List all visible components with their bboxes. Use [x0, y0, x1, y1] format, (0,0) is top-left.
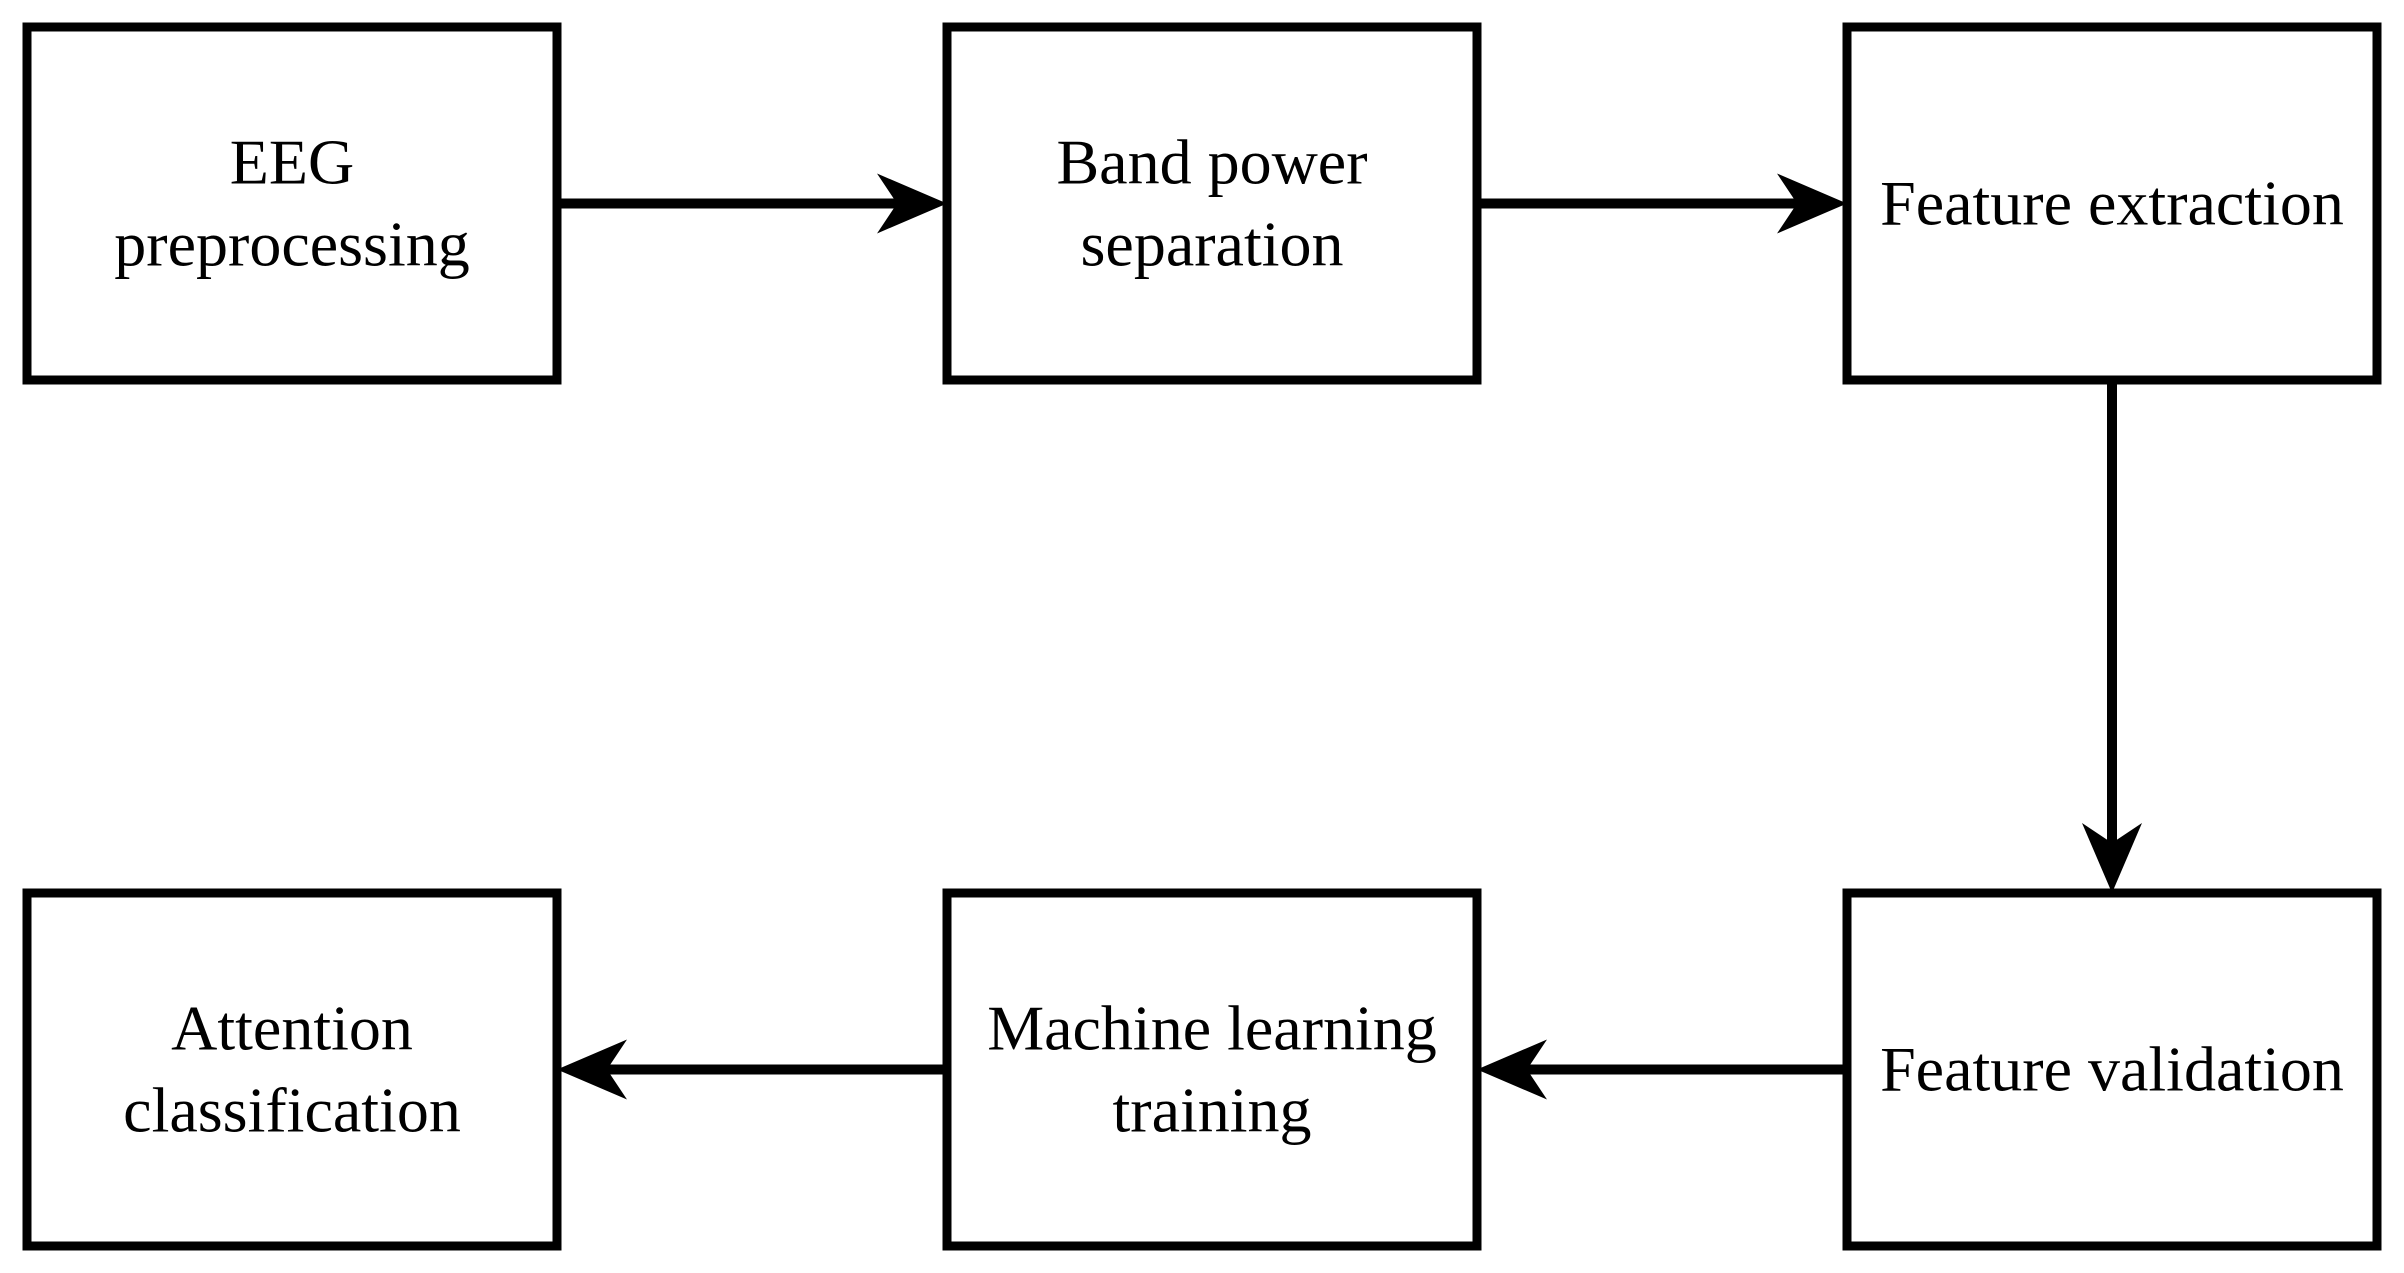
- attention-classification-label-line-1: Attention: [171, 993, 413, 1064]
- edges-layer: [557, 173, 2142, 1100]
- band-power-separation-node: Band power separation: [942, 22, 1482, 385]
- feature-validation-label-line-1: Feature validation: [1880, 1034, 2344, 1105]
- eeg-preprocessing-node: EEG preprocessing: [22, 22, 562, 385]
- band-power-separation-label-line-1: Band power: [1056, 127, 1367, 198]
- attention-classification-box: [22, 888, 562, 1251]
- feature-validation-box: [1842, 888, 2382, 1251]
- arrow-head: [1477, 1039, 1547, 1100]
- attention-classification-label-line-2: classification: [123, 1075, 461, 1146]
- feature-validation-node: Feature validation: [1842, 888, 2382, 1251]
- arrow-band-power-separation-to-feature-extraction: [1477, 173, 1847, 234]
- arrow-head: [1777, 173, 1847, 234]
- arrow-machine-learning-training-to-attention-classification: [557, 1039, 947, 1100]
- arrow-feature-validation-to-machine-learning-training: [1477, 1039, 1847, 1100]
- arrow-head: [557, 1039, 627, 1100]
- eeg-preprocessing-box: [22, 22, 562, 385]
- feature-extraction-node: Feature extraction: [1842, 22, 2382, 385]
- eeg-preprocessing-label-line-1: EEG: [230, 127, 354, 198]
- arrow-eeg-preprocessing-to-band-power-separation: [557, 173, 947, 234]
- feature-extraction-box: [1842, 22, 2382, 385]
- eeg-preprocessing-label-line-2: preprocessing: [114, 209, 469, 280]
- band-power-separation-label-line-2: separation: [1081, 209, 1344, 280]
- machine-learning-training-label-line-2: training: [1112, 1075, 1311, 1146]
- band-power-separation-box: [942, 22, 1482, 385]
- arrow-feature-extraction-to-feature-validation: [2082, 380, 2142, 893]
- machine-learning-training-node: Machine learning training: [942, 888, 1482, 1251]
- arrow-head: [2082, 823, 2142, 893]
- feature-extraction-label-line-1: Feature extraction: [1880, 168, 2344, 239]
- attention-classification-node: Attention classification: [22, 888, 562, 1251]
- arrow-head: [877, 173, 947, 234]
- machine-learning-training-box: [942, 888, 1482, 1251]
- machine-learning-training-label-line-1: Machine learning: [987, 993, 1437, 1064]
